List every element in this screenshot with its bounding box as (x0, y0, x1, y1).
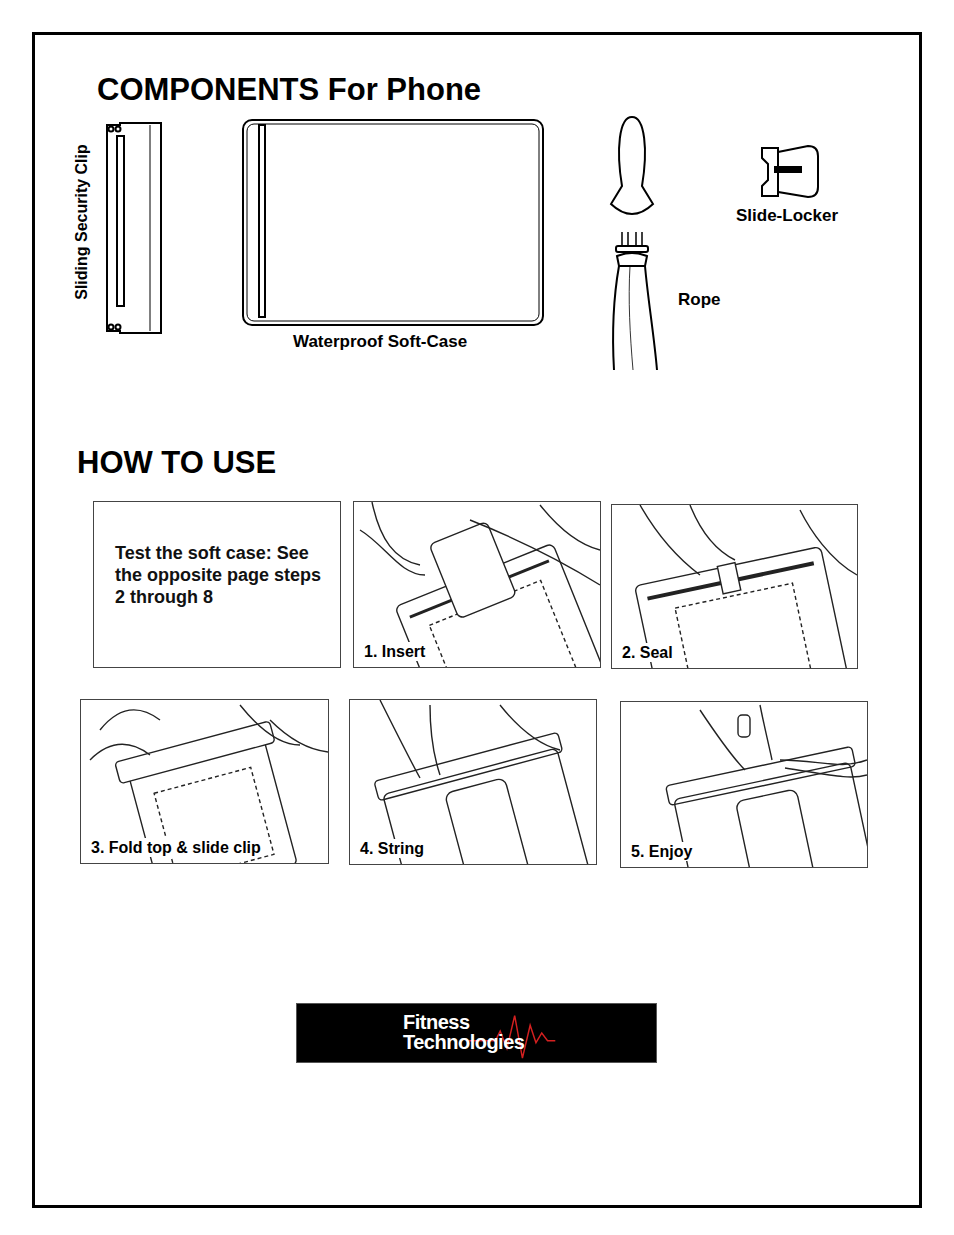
note-panel: Test the soft case: See the opposite pag… (93, 501, 341, 668)
section-heading: HOW TO USE (77, 445, 276, 481)
step-panel: 5. Enjoy (620, 701, 868, 868)
logo-box: Fitness Technologies (296, 1003, 657, 1063)
part-label: Sliding Security Clip (73, 144, 91, 300)
step-caption: 2. Seal (619, 643, 676, 662)
logo-text: Fitness Technologies (403, 1012, 533, 1052)
step-panel: 3. Fold top & slide clip (80, 699, 329, 864)
step-panel: 2. Seal (611, 504, 858, 669)
part-label: Slide-Locker (736, 206, 838, 226)
step-panel: 4. String (349, 699, 597, 865)
note-text: Test the soft case: See the opposite pag… (115, 542, 332, 608)
step-caption: 1. Insert (361, 642, 428, 661)
step-caption: 4. String (357, 839, 427, 858)
part-label: Rope (678, 290, 721, 310)
step-panel: 1. Insert (353, 501, 601, 668)
page-title: COMPONENTS For Phone (97, 72, 481, 108)
insert-illustration (360, 502, 600, 667)
enjoy-illustration (666, 705, 867, 867)
step-caption: 5. Enjoy (628, 842, 695, 861)
components (107, 117, 818, 370)
step-caption: 3. Fold top & slide clip (88, 838, 264, 857)
part-label: Waterproof Soft-Case (293, 332, 467, 352)
